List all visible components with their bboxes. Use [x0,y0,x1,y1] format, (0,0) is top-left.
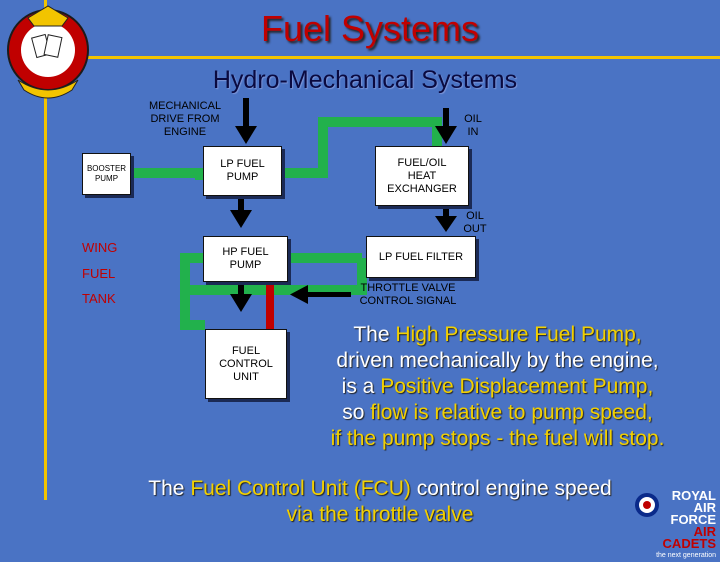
arrow-oil-in [435,108,457,144]
pipe-hp-red [266,280,274,330]
hp-fuel-pump-label: HP FUEL PUMP [222,246,269,271]
heat-exchanger-label: FUEL/OIL HEAT EXCHANGER [387,156,457,195]
fcu-explanation: The Fuel Control Unit (FCU) control engi… [148,477,612,526]
roundel-icon [635,493,659,517]
hp-pump-explanation: The High Pressure Fuel Pump, driven mech… [330,323,665,450]
squadron-crest-icon [7,5,89,99]
lp-fuel-pump-label: LP FUEL PUMP [220,158,265,183]
page-title: Fuel Systems [260,8,480,49]
page-subtitle: Hydro-Mechanical Systems [212,66,518,94]
arrow-lp-to-hp [230,194,252,228]
arrow-mechanical-drive [235,98,257,144]
oil-out-label: OIL OUT [463,210,487,235]
fuel-control-unit-label: FUEL CONTROL UNIT [219,344,273,383]
pipe-lp-to-heat-exchanger [280,117,442,178]
fuel-flow-diagram [130,98,457,330]
fuel-control-unit-box: FUEL CONTROL UNIT [205,329,287,399]
logo-line-airforce: AIR FORCE [670,500,717,527]
oil-in-label: OIL IN [464,113,482,138]
frame-horizontal-line [44,56,720,59]
arrow-hp-to-fcu [230,278,252,312]
booster-pump-box: BOOSTER PUMP [82,153,131,195]
fuel-label: FUEL [82,266,116,281]
raf-air-cadets-logo: ROYAL AIR FORCE AIR CADETS the next gene… [632,488,717,559]
logo-tagline: the next generation [656,552,716,559]
arrow-oil-out [435,204,457,232]
heat-exchanger-box: FUEL/OIL HEAT EXCHANGER [375,146,469,206]
pipe-wing-to-lp [130,168,205,180]
arrow-throttle-signal [290,285,351,304]
tank-label: TANK [82,291,116,306]
hp-fuel-pump-box: HP FUEL PUMP [203,236,288,282]
wing-label: WING [82,240,118,255]
lp-fuel-filter-box: LP FUEL FILTER [366,236,476,278]
lp-fuel-filter-label: LP FUEL FILTER [378,250,464,263]
mechanical-drive-label: MECHANICAL DRIVE FROM ENGINE [148,100,222,138]
lp-fuel-pump-box: LP FUEL PUMP [203,146,282,196]
throttle-signal-label: THROTTLE VALVE CONTROL SIGNAL [359,282,457,307]
booster-pump-label: BOOSTER PUMP [86,164,127,183]
logo-line-royal: ROYAL [671,488,716,503]
logo-line-aircadets: AIR CADETS [662,524,716,551]
frame-vertical-line [44,0,47,500]
